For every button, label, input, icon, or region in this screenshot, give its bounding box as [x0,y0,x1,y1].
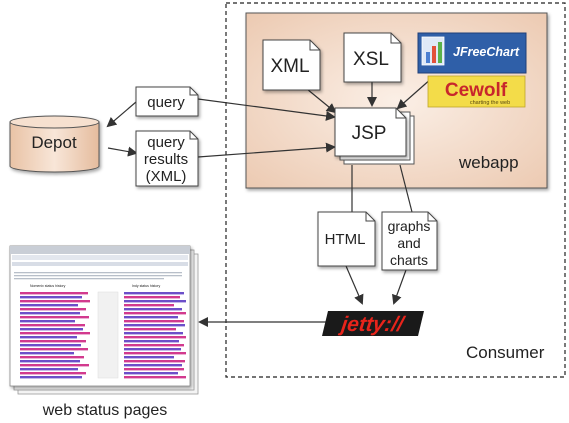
pages-bars-left [20,292,90,379]
query-results-line-1: query [147,134,185,151]
arrow-depot-to-results [107,146,138,157]
jsp-stack [334,107,415,165]
consumer-boundary [225,2,566,378]
pages-bars-right [124,292,186,379]
pages-col-2-title: Indy status history [132,284,160,288]
arrow-logos-to-jsp [396,77,433,110]
xml-label: XML [270,56,309,77]
consumer-label: Consumer [466,343,545,362]
query-results-line-2: results [144,151,188,168]
arrow-query-to-depot [106,101,137,128]
pages-col-1-title: Nomenix status history [30,284,66,288]
html-doc [317,211,376,267]
query-doc [135,86,199,117]
xml-doc [262,39,321,91]
arrow-jsp-to-graphs [399,164,413,213]
jetty-logo: jetty:// [322,311,424,336]
query-results-doc [135,130,199,187]
graphs-line-3: charts [390,252,428,268]
cewolf-text: Cewolf [445,80,508,101]
graphs-line-2: and [397,235,420,251]
arrow-html-to-jetty [345,265,364,305]
graphs-line-1: graphs [388,218,431,234]
html-label: HTML [325,231,366,248]
web-status-pages-label: web status pages [42,402,168,419]
jsp-label: JSP [352,123,387,144]
query-label: query [147,94,185,111]
arrows [106,77,433,327]
depot-label: Depot [31,133,77,152]
webapp-label: webapp [458,153,519,172]
xsl-doc [343,32,402,83]
web-status-pages: Nomenix status history Indy status histo… [9,245,199,395]
cewolf-tagline: charting the web [470,100,510,106]
query-results-line-3: (XML) [146,168,187,185]
arrow-query-to-jsp [197,98,336,121]
depot-cylinder [9,115,100,173]
jfreechart-text: JFreeChart [453,45,520,59]
cewolf-logo: Cewolf charting the web [427,75,526,108]
jetty-text: jetty:// [337,313,407,336]
graphs-doc [381,211,438,271]
jfreechart-logo: JFreeChart [417,32,527,74]
arrow-graphs-to-jetty [392,269,407,305]
arrow-results-to-jsp [197,142,336,158]
xsl-label: XSL [353,49,389,70]
